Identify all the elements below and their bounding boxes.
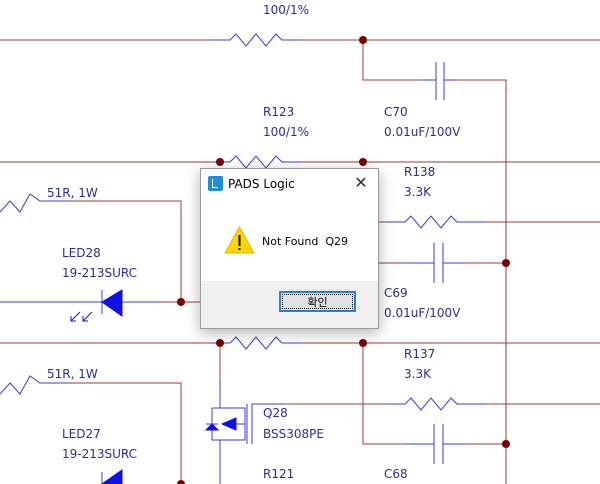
label-q28-part: BSS308PE bbox=[263, 427, 324, 441]
label-r121-ref: R121 bbox=[263, 467, 294, 481]
resistor-r121-top bbox=[212, 336, 300, 350]
resistor-51r-led28 bbox=[0, 193, 70, 213]
dialog-message: Not Found Q29 bbox=[262, 235, 349, 248]
wire bbox=[362, 40, 422, 81]
junction-dot bbox=[359, 158, 367, 166]
label-c70-value: 0.01uF/100V bbox=[384, 125, 461, 139]
label-q28-ref: Q28 bbox=[263, 406, 288, 420]
label-led27-ref: LED27 bbox=[62, 427, 101, 441]
label-led27-part: 19-213SURC bbox=[62, 447, 137, 461]
resistor-51r-led27 bbox=[0, 375, 70, 395]
junction-dot bbox=[177, 298, 185, 306]
junction-dot bbox=[216, 158, 224, 166]
led28-body bbox=[101, 289, 123, 317]
led28-emission-icon bbox=[70, 311, 93, 322]
label-led28-resistor: 51R, 1W bbox=[47, 186, 98, 200]
resistor-r137 bbox=[385, 397, 485, 411]
junction-dot bbox=[177, 480, 185, 484]
label-c68-ref: C68 bbox=[384, 467, 408, 481]
close-button[interactable]: ✕ bbox=[354, 173, 368, 192]
label-r137-value: 3.3K bbox=[404, 367, 432, 381]
resistor-r138 bbox=[385, 215, 485, 229]
message-dialog: PADS Logic ✕ Not Found Q29 확인 bbox=[200, 168, 379, 329]
q28-mosfet bbox=[204, 380, 283, 484]
dialog-titlebar[interactable]: PADS Logic ✕ bbox=[201, 169, 378, 199]
label-r137-ref: R137 bbox=[404, 347, 435, 361]
wire bbox=[70, 200, 182, 302]
resistor-r123 bbox=[212, 155, 300, 169]
junction-dot bbox=[502, 440, 510, 448]
label-led27-resistor: 51R, 1W bbox=[47, 367, 98, 381]
resistor-top bbox=[212, 33, 300, 47]
led27-body bbox=[101, 469, 123, 484]
warning-triangle-icon bbox=[224, 226, 255, 254]
dialog-title: PADS Logic bbox=[228, 177, 295, 191]
wire bbox=[70, 382, 182, 484]
label-r123-ref: R123 bbox=[263, 105, 294, 119]
label-c69-value: 0.01uF/100V bbox=[384, 306, 461, 320]
label-r123-value: 100/1% bbox=[263, 125, 309, 139]
label-led28-ref: LED28 bbox=[62, 246, 101, 260]
label-led28-part: 19-213SURC bbox=[62, 266, 137, 280]
junction-dot bbox=[502, 259, 510, 267]
ok-button[interactable]: 확인 bbox=[279, 291, 356, 312]
junction-dot bbox=[216, 339, 224, 347]
label-r138-ref: R138 bbox=[404, 165, 435, 179]
junction-dot bbox=[359, 339, 367, 347]
label-r138-value: 3.3K bbox=[404, 185, 432, 199]
pads-logic-icon bbox=[208, 176, 223, 191]
label-top-resistor-value: 100/1% bbox=[263, 3, 309, 17]
label-c69-ref: C69 bbox=[384, 286, 408, 300]
junction-dot bbox=[359, 36, 367, 44]
label-c70-ref: C70 bbox=[384, 105, 408, 119]
wire bbox=[456, 79, 507, 484]
